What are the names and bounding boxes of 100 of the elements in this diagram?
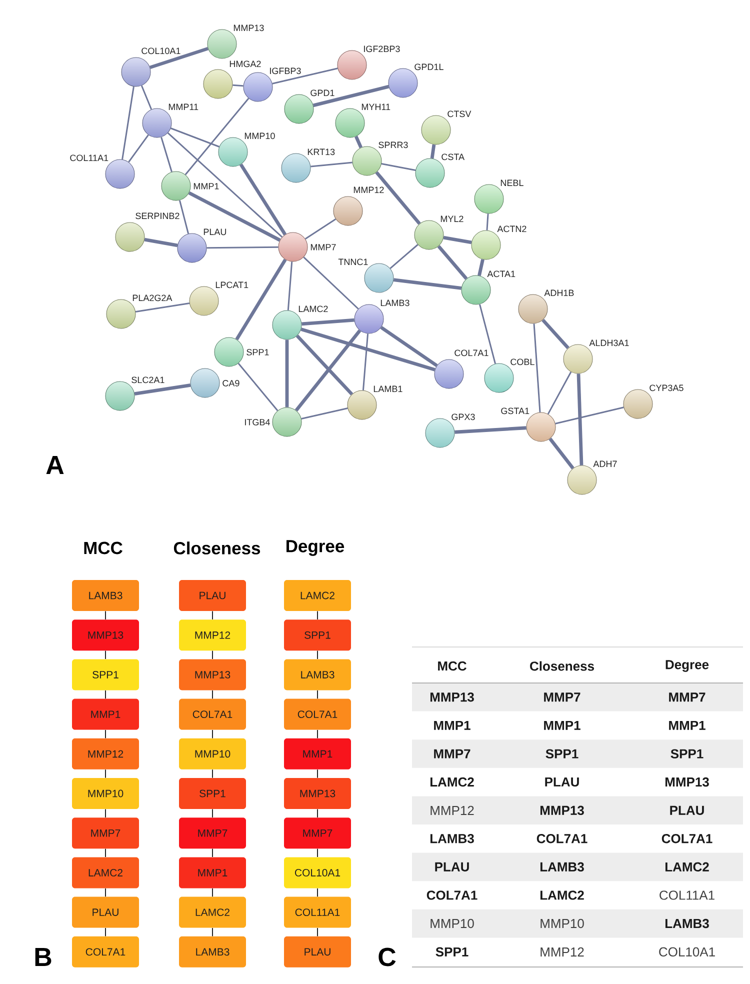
ranked-gene-box: COL11A1 xyxy=(284,896,351,928)
ranked-gene-box: LAMC2 xyxy=(179,896,246,928)
network-node: ALDH3A1 xyxy=(563,340,629,374)
interaction-line xyxy=(150,46,208,70)
interaction-line xyxy=(301,408,348,420)
node-label: COL7A1 xyxy=(454,350,488,356)
interaction-line xyxy=(304,218,336,240)
connector-line xyxy=(212,730,213,739)
table-text: MMP12 xyxy=(430,806,474,815)
node-label: MMP1 xyxy=(194,183,219,190)
connector-line xyxy=(317,650,318,660)
node-label: SPRR3 xyxy=(378,142,408,148)
column-heading: Closeness xyxy=(530,661,594,671)
network-node: GSTA1 xyxy=(501,408,556,442)
interaction-line xyxy=(135,302,190,312)
connector-line xyxy=(105,730,106,739)
table-text: LAMC2 xyxy=(665,862,709,872)
node-label: CYP3A5 xyxy=(650,384,684,392)
network-node: GPX3 xyxy=(425,414,475,448)
table-text: LAMB3 xyxy=(430,834,474,844)
connector-line xyxy=(317,808,318,818)
table-text: SPP1 xyxy=(436,947,468,956)
network-node: PLAU xyxy=(177,228,226,263)
interaction-line xyxy=(437,245,468,280)
interaction-line xyxy=(393,278,462,290)
interaction-line xyxy=(381,163,416,171)
interaction-line xyxy=(454,426,526,434)
node-label: MYL2 xyxy=(440,216,464,222)
connector-line xyxy=(317,888,318,898)
interaction-line xyxy=(238,362,278,412)
ranked-gene-box: MMP10 xyxy=(72,778,139,809)
node-label: GPX3 xyxy=(452,414,475,420)
ranked-gene-box: MMP1 xyxy=(179,857,246,888)
connector-line xyxy=(212,690,213,700)
network-node: KRT13 xyxy=(281,148,335,183)
table-text: COL7A1 xyxy=(426,890,478,900)
ranked-gene-box: MMP1 xyxy=(284,738,351,770)
node-label: CSTA xyxy=(442,154,465,160)
node-label: SLC2A1 xyxy=(132,376,164,384)
ranked-gene-box: MMP1 xyxy=(72,698,139,730)
ranked-gene-box: PLAU xyxy=(284,936,351,968)
network-node: MMP13 xyxy=(207,24,264,59)
node-label: IGFBP3 xyxy=(270,68,301,74)
network-node: MYH11 xyxy=(335,104,390,138)
interaction-line xyxy=(380,326,438,368)
interaction-line xyxy=(555,406,624,424)
interaction-line xyxy=(430,144,436,159)
connector-line xyxy=(212,808,213,818)
network-node: TNNC1 xyxy=(338,258,394,293)
connector-line xyxy=(105,650,106,660)
table-text: SPP1 xyxy=(670,749,704,758)
interaction-line xyxy=(354,136,363,148)
interaction-line xyxy=(144,238,178,248)
table-text: MMP13 xyxy=(540,806,584,816)
node-label: SERPINB2 xyxy=(136,212,180,220)
network-node: SPP1 xyxy=(214,337,269,367)
node-label: PLA2G2A xyxy=(132,294,172,302)
interaction-line xyxy=(362,334,369,390)
ranked-gene-box: MMP7 xyxy=(72,818,139,849)
interaction-line xyxy=(184,98,250,176)
table-text: COL10A1 xyxy=(659,947,715,956)
interaction-line xyxy=(287,262,293,310)
table-text: COL11A1 xyxy=(660,890,714,900)
connector-line xyxy=(317,848,318,858)
table-text: MMP1 xyxy=(669,720,706,730)
interaction-line xyxy=(232,84,244,87)
connector-line xyxy=(212,848,213,858)
network-node: MMP7 xyxy=(278,232,336,262)
interaction-line xyxy=(375,171,421,225)
node-label: CA9 xyxy=(222,380,240,386)
table-text: MMP7 xyxy=(544,692,580,702)
column-heading: MCC xyxy=(84,542,122,554)
interaction-line xyxy=(206,246,278,249)
ranked-gene-box: COL10A1 xyxy=(284,857,351,888)
ranked-gene-box: LAMB3 xyxy=(284,659,351,690)
connector-line xyxy=(105,888,106,898)
node-label: HMGA2 xyxy=(230,60,261,68)
node-label: COL11A1 xyxy=(70,154,108,162)
connector-line xyxy=(212,888,213,898)
network-node: MYL2 xyxy=(414,216,464,250)
interaction-line xyxy=(478,259,484,276)
ranked-gene-box: PLAU xyxy=(179,580,246,611)
table-text: COL7A1 xyxy=(662,834,712,844)
interaction-line xyxy=(479,304,496,364)
table-text: MMP13 xyxy=(430,692,474,702)
ranked-gene-box: COL7A1 xyxy=(284,698,351,730)
ranked-gene-box: LAMB3 xyxy=(179,936,246,968)
interaction-line xyxy=(134,384,191,396)
network-node: LAMB3 xyxy=(354,300,410,334)
interaction-line xyxy=(167,132,283,238)
interaction-line xyxy=(312,84,390,108)
node-label: GPD1L xyxy=(414,64,444,70)
network-node: LPCAT1 xyxy=(189,282,248,316)
interaction-line xyxy=(294,329,362,412)
table-text: MMP1 xyxy=(434,720,470,730)
network-node: SLC2A1 xyxy=(105,376,164,411)
table-text: PLAU xyxy=(435,862,469,872)
interaction-line xyxy=(160,136,172,172)
ranked-gene-box: SPP1 xyxy=(284,620,351,651)
network-node: MMP12 xyxy=(333,186,384,226)
